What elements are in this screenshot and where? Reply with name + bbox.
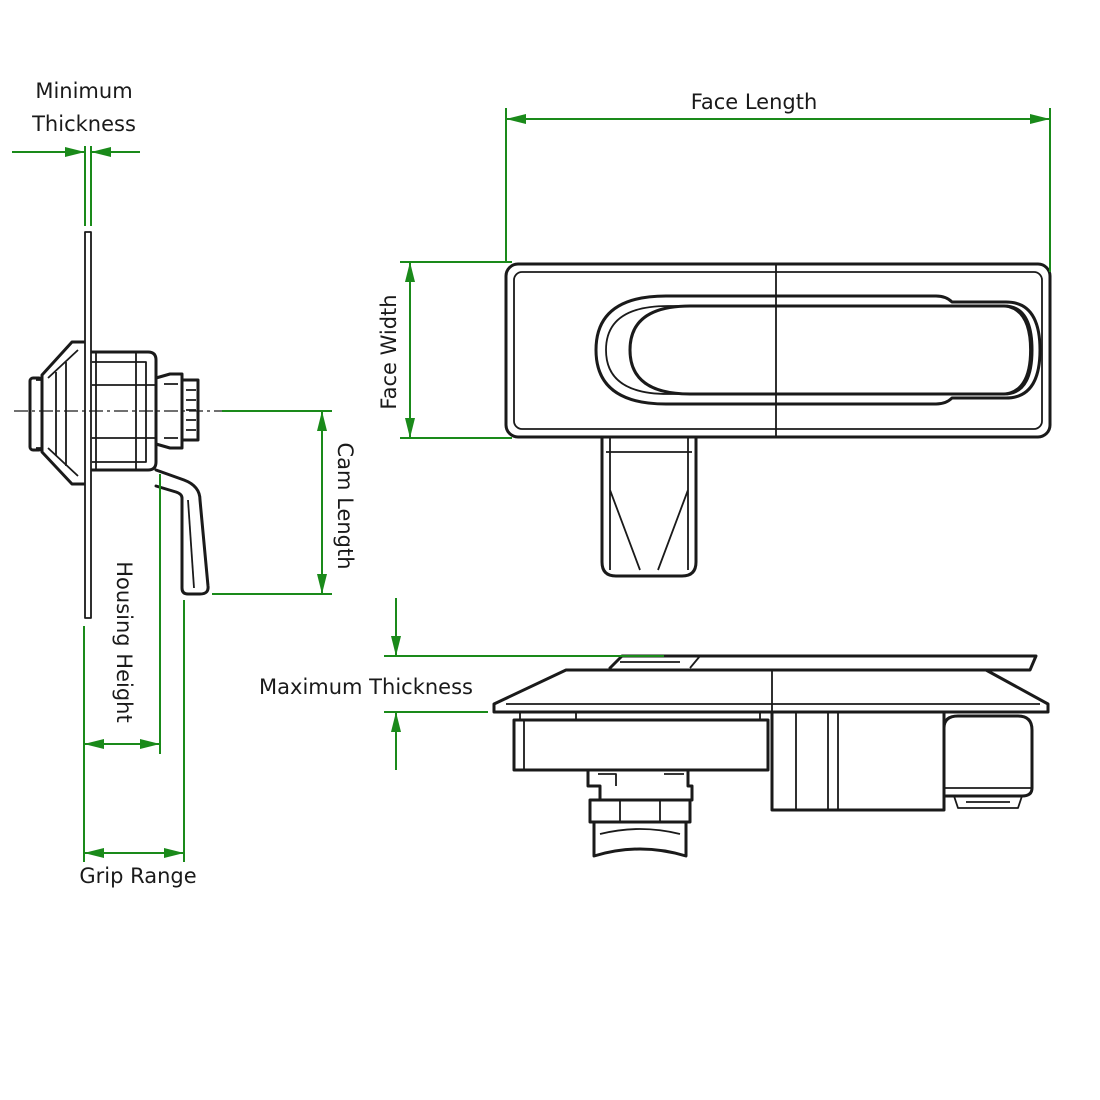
face-width-label: Face Width	[377, 294, 401, 409]
housing-side	[90, 350, 158, 472]
bottom-view	[492, 654, 1050, 858]
face-length-label: Face Length	[691, 90, 818, 114]
dimension-lines	[12, 108, 1051, 862]
maximum-thickness-label: Maximum Thickness	[259, 675, 473, 699]
cam-side	[154, 468, 210, 596]
minimum-thickness-label-line2: Thickness	[31, 112, 136, 136]
roller-block	[942, 714, 1034, 798]
front-view	[504, 262, 1052, 578]
minimum-thickness-label-line1: Minimum	[35, 79, 132, 103]
side-view	[14, 231, 240, 619]
face-plate-bottom	[492, 668, 1050, 714]
handle-profile	[608, 654, 1038, 672]
cam-front	[600, 436, 698, 578]
panel-side	[84, 231, 92, 619]
handle-recess	[594, 294, 1042, 406]
cam-length-label: Cam Length	[333, 442, 357, 569]
face-plate	[504, 262, 1052, 439]
cam-bottom	[592, 820, 688, 858]
handle-lever	[628, 304, 1034, 396]
housing-height-label: Housing Height	[112, 561, 136, 722]
grip-range-label: Grip Range	[79, 864, 196, 888]
housing-bottom	[512, 718, 770, 772]
